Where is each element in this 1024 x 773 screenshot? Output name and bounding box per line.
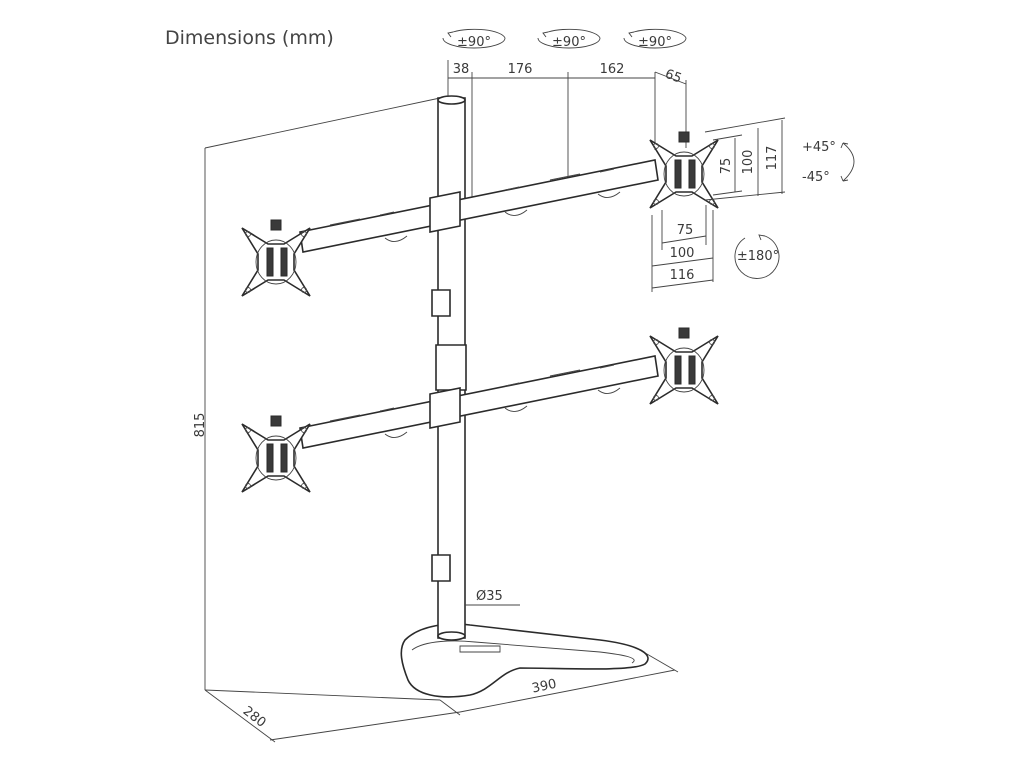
upper-arm [299, 159, 659, 253]
dim-38: 38 [453, 62, 470, 77]
vesa-width-100: 100 [670, 246, 695, 261]
vesa-width-116: 116 [670, 268, 695, 283]
vesa-plate-upper-left [241, 219, 311, 297]
lower-arm [299, 355, 659, 449]
pole-diameter-label: Ø35 [476, 589, 503, 604]
vesa-dimensions: 75 100 117 75 100 116 [651, 117, 786, 292]
vesa-height-75: 75 [719, 158, 734, 175]
tilt-arrow-icon [842, 142, 855, 182]
rotation-badge-2-label: ±90° [552, 35, 586, 50]
rotation-indicator: ±180° [734, 234, 780, 279]
vesa-height-117: 117 [765, 146, 780, 171]
dim-815: 815 [193, 413, 208, 438]
vesa-plate-upper-right [649, 131, 719, 209]
rotation-badge-3-label: ±90° [638, 35, 672, 50]
rotation-badge-3: ±90° [623, 28, 687, 50]
vesa-plate-lower-right [649, 327, 719, 405]
top-dimension-line: 38 176 162 65 [447, 60, 687, 205]
stand-pole: Ø35 [431, 95, 520, 641]
dim-65: 65 [663, 67, 684, 87]
rotation-badge-2: ±90° [537, 28, 601, 50]
vesa-plates [241, 131, 719, 493]
height-reference-plane: 815 [193, 97, 441, 701]
tilt-up-label: +45° [802, 140, 836, 155]
vesa-width-75: 75 [677, 223, 694, 238]
rotation-badge-1: ±90° [442, 28, 506, 50]
diagram-title: Dimensions (mm) [165, 27, 334, 49]
rotation-label: ±180° [737, 249, 779, 264]
dim-162: 162 [600, 62, 625, 77]
tilt-down-label: -45° [802, 170, 830, 185]
rotation-badge-1-label: ±90° [457, 35, 491, 50]
dim-176: 176 [508, 62, 533, 77]
stand-base [400, 623, 649, 698]
vesa-height-100: 100 [741, 150, 756, 175]
rotate-arrow-icon [734, 235, 780, 279]
tilt-indicator: +45° -45° [802, 140, 855, 185]
vesa-plate-lower-left [241, 415, 311, 493]
dim-390: 390 [531, 677, 558, 697]
dim-280: 280 [240, 704, 269, 731]
